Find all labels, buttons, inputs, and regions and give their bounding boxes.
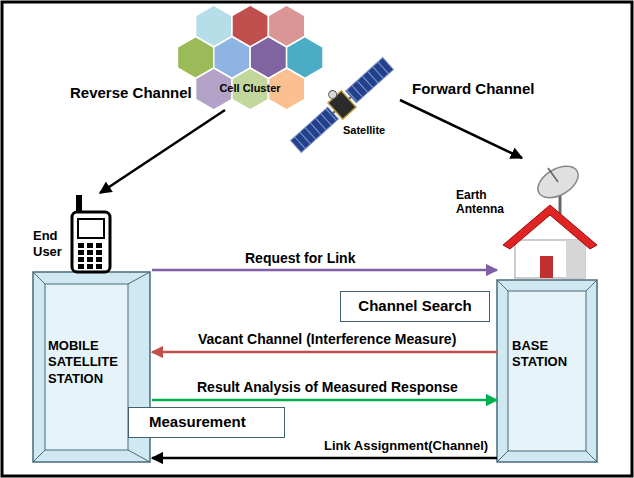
house-roof xyxy=(503,205,597,249)
channel-label: Forward Channel xyxy=(412,80,535,98)
base-station-box xyxy=(497,280,597,462)
house-wall xyxy=(515,240,585,278)
box-outer xyxy=(497,280,597,462)
channel-arrow xyxy=(152,269,497,272)
base-station: BASE STATION xyxy=(497,158,600,462)
node-text: BASE STATION xyxy=(512,338,586,371)
channel-arrow xyxy=(100,110,225,193)
dish-feed xyxy=(548,168,558,182)
channel-arrow xyxy=(152,399,497,402)
phone-screen xyxy=(78,219,104,238)
channel-label: Vacant Channel (Interference Measure) xyxy=(198,331,456,348)
end-user-label: End User xyxy=(33,228,73,259)
house-shade xyxy=(566,240,585,278)
channel-arrow xyxy=(152,351,497,354)
house-door xyxy=(540,256,553,278)
earth-antenna-label: Earth Antenna xyxy=(456,188,514,217)
node-text: Measurement xyxy=(149,413,246,432)
phone-body xyxy=(72,212,110,272)
process-box: Measurement xyxy=(128,407,285,438)
phone-keypad xyxy=(78,243,102,269)
phone-icon xyxy=(72,195,110,272)
phone-antenna xyxy=(76,195,82,213)
node-text: Channel Search xyxy=(358,297,471,316)
node-text: Satellite xyxy=(343,124,398,138)
node-text: Cell Cluster xyxy=(175,82,325,96)
satellite-icon xyxy=(284,50,396,155)
process-box: Channel Search xyxy=(340,291,490,322)
box-inner xyxy=(508,291,586,451)
node-text: MOBILE SATELLITE STATION xyxy=(48,338,130,387)
solar-panel xyxy=(291,107,339,152)
box-bevel xyxy=(497,280,597,462)
channel-arrow xyxy=(400,100,522,158)
dish xyxy=(532,160,583,205)
channel-label: Result Analysis of Measured Response xyxy=(197,379,458,396)
solar-panel xyxy=(346,58,394,103)
cell-hexagons xyxy=(177,5,323,110)
house-with-dish xyxy=(503,160,597,278)
channel-label: Request for Link xyxy=(245,250,355,267)
channel-label: Reverse Channel xyxy=(70,84,192,102)
satellite: Satellite xyxy=(285,60,400,150)
satellite-dish xyxy=(327,89,338,100)
channel-label: Link Assignment(Channel) xyxy=(324,438,488,454)
channel-arrow xyxy=(152,457,497,460)
cell-cluster: Cell Cluster xyxy=(175,4,325,110)
